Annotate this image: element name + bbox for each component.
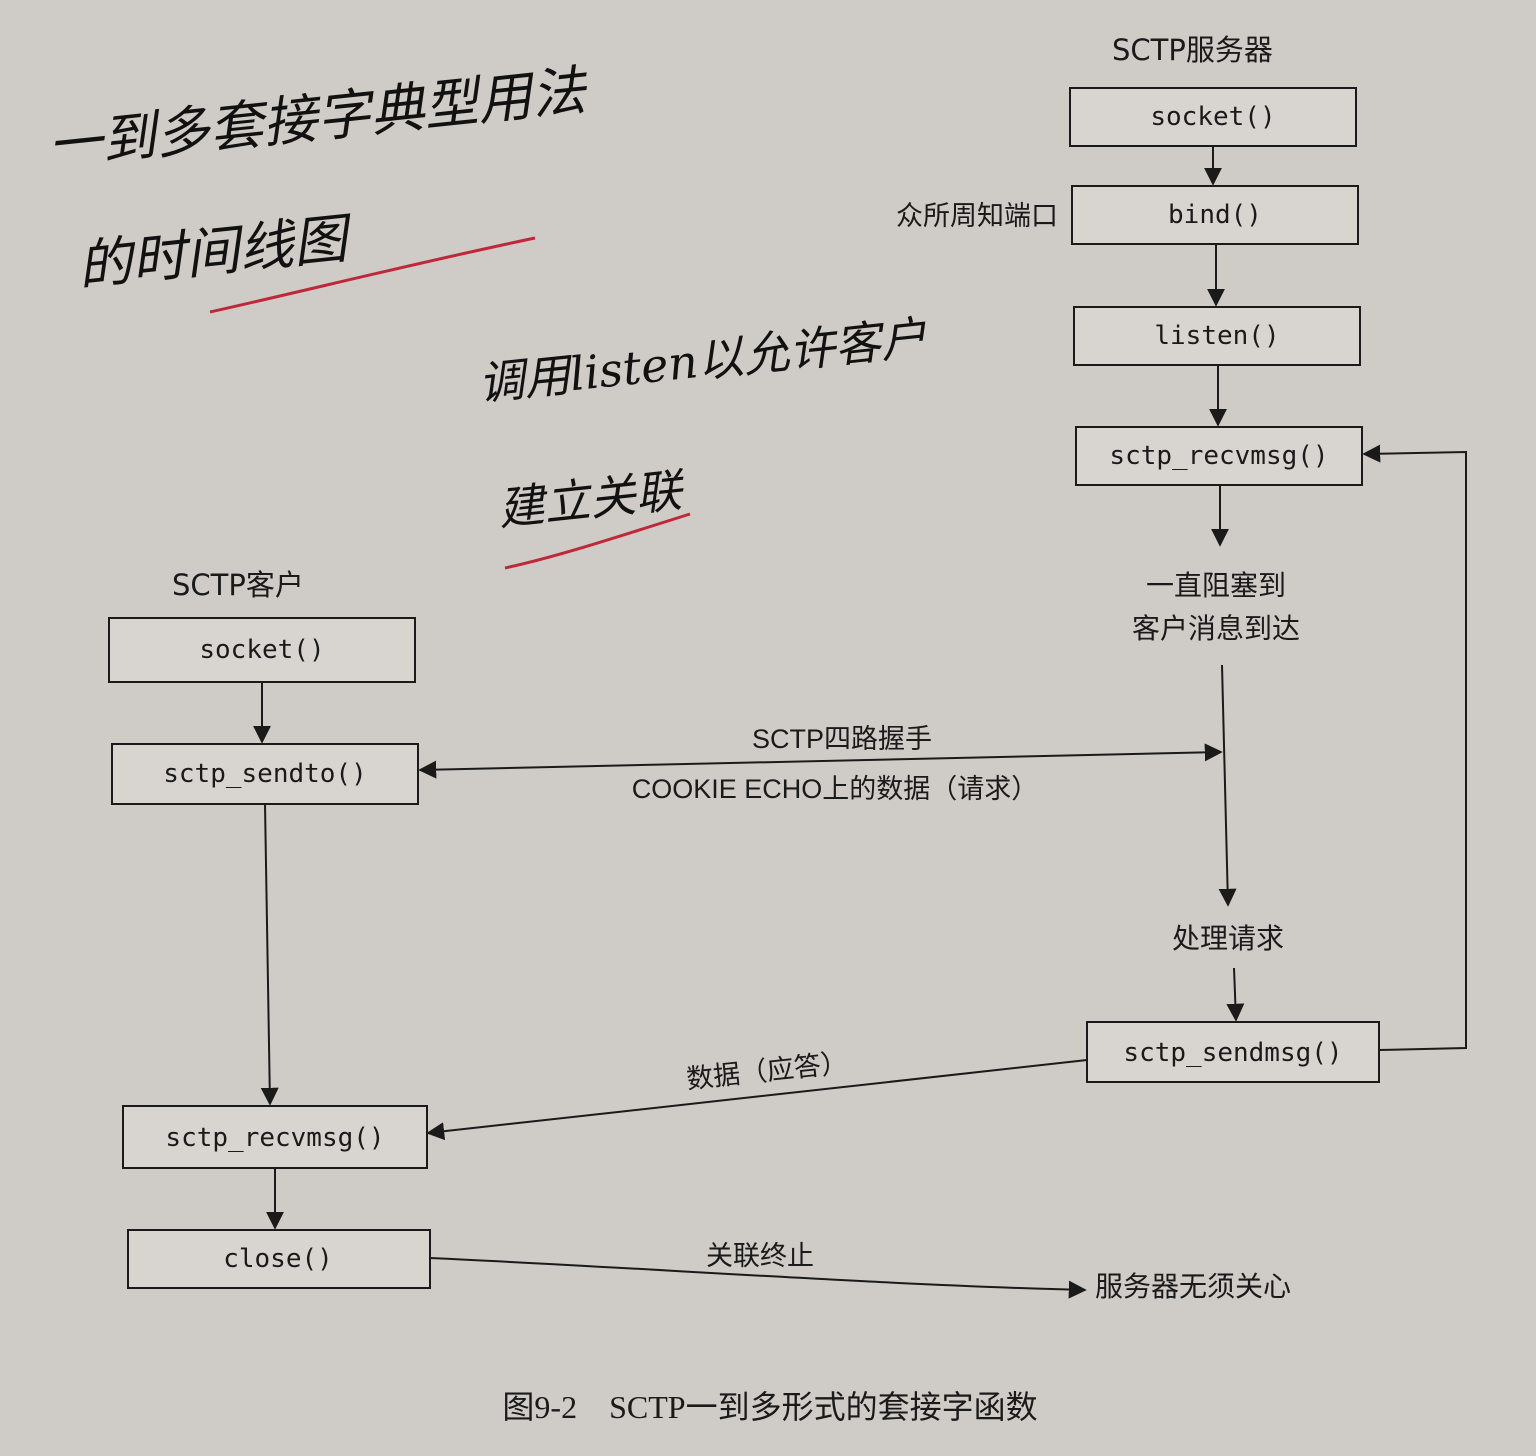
handwritten-underline-2 [504,512,691,570]
no-care-label: 服务器无须关心 [1095,1270,1291,1303]
handwritten-note-1: 一到多套接字典型用法 [45,58,593,178]
client-socket-box [108,617,416,683]
server-loop-arrow [1362,444,1467,1051]
handshake-label: SCTP四路握手 [752,724,932,754]
server-listen-box [1073,306,1361,366]
cookie-echo-label: COOKIE ECHO上的数据（请求） [632,774,1039,804]
server-sendmsg-box [1086,1021,1380,1083]
client-recvmsg-label: sctp_recvmsg() [165,1123,384,1153]
client-socket-label: socket() [199,635,324,665]
server-title: SCTP服务器 [1112,33,1273,67]
server-recvmsg-label: sctp_recvmsg() [1109,441,1328,471]
server-socket-box [1069,87,1357,147]
client-close-box [127,1229,431,1289]
block-text-line2: 客户消息到达 [1132,612,1300,645]
block-text-line1: 一直阻塞到 [1146,569,1286,602]
server-socket-label: socket() [1150,102,1275,132]
client-close-label: close() [223,1244,333,1274]
reply-arrow [426,1059,1088,1141]
handwritten-note-3: 调用listen以允许客户 [476,310,931,411]
server-bind-box [1071,185,1359,245]
server-sendmsg-label: sctp_sendmsg() [1123,1038,1342,1068]
server-bind-label: bind() [1168,200,1262,230]
server-recvmsg-box [1075,426,1363,486]
handshake-arrow [418,743,1223,779]
client-sendto-box [111,743,419,805]
client-sendto-label: sctp_sendto() [163,759,367,789]
server-listen-label: listen() [1154,321,1279,351]
figure-caption: 图9-2 SCTP一到多形式的套接字函数 [502,1389,1037,1425]
handwritten-note-2: 的时间线图 [75,206,357,298]
terminate-arrow [429,1257,1087,1299]
handwritten-underline-1 [209,236,536,314]
terminate-label: 关联终止 [706,1241,814,1271]
reply-label: 数据（应答） [685,1048,849,1095]
process-text: 处理请求 [1172,922,1284,955]
bind-note: 众所周知端口 [896,201,1058,232]
client-title: SCTP客户 [172,568,304,602]
